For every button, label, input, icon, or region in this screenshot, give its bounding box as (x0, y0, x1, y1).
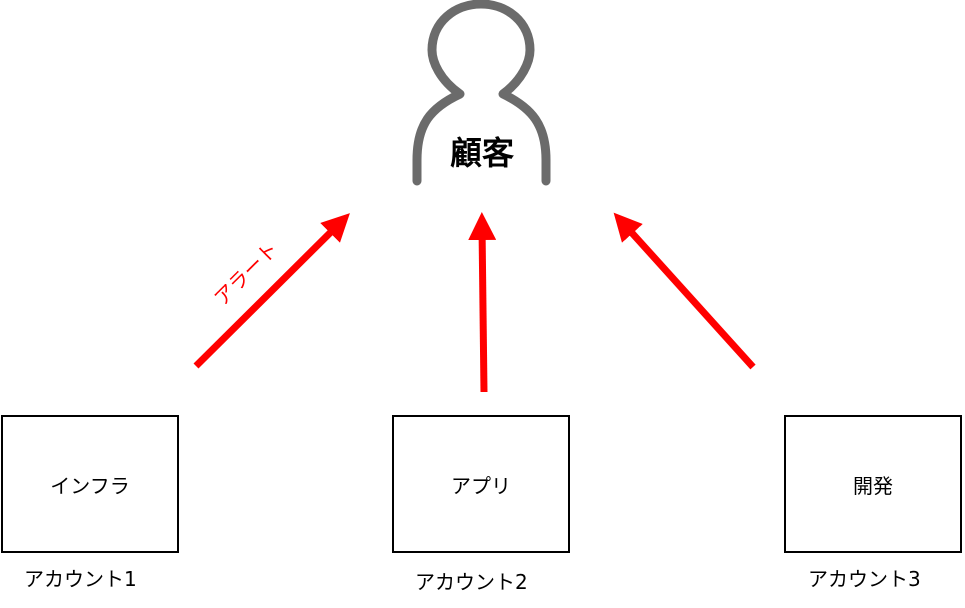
box-label: 開発 (853, 473, 893, 498)
customer-label: 顧客 (449, 134, 514, 172)
arrow-infra-to-customer (193, 213, 350, 369)
account-box-app: アプリ (392, 415, 570, 553)
account-label-2: アカウント2 (415, 570, 528, 594)
account-label-1: アカウント1 (24, 567, 137, 591)
box-label: インフラ (50, 473, 130, 498)
account-box-infra: インフラ (1, 415, 179, 553)
box-label: アプリ (451, 473, 511, 498)
arrow-dev-to-customer (613, 212, 756, 370)
account-label-3: アカウント3 (808, 567, 921, 591)
arrow-app-to-customer (468, 212, 497, 393)
account-box-dev: 開発 (784, 415, 962, 553)
person-icon (412, 0, 551, 186)
